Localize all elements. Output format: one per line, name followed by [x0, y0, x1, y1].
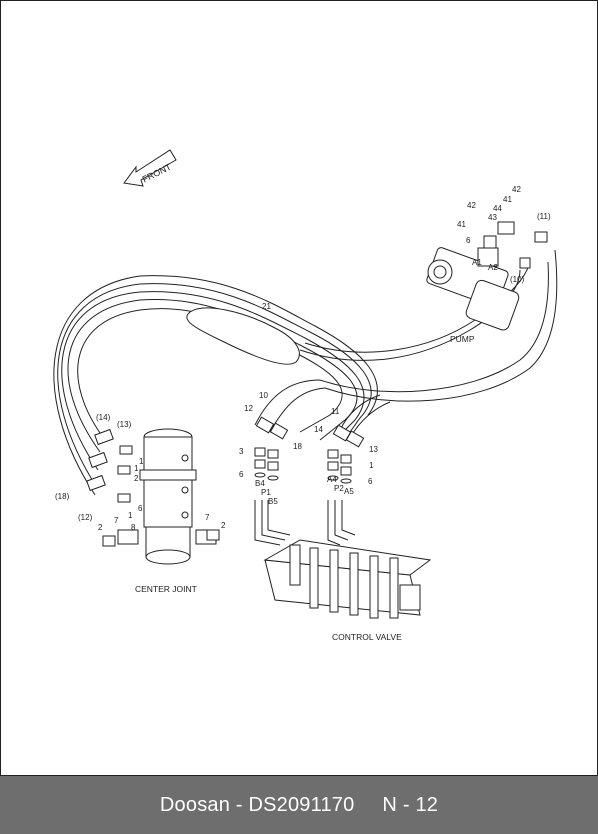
- part-label: 2: [98, 523, 103, 532]
- hose-bundle: [53, 249, 558, 496]
- front-arrow: FRONT: [123, 149, 177, 187]
- part-number: DS2091170: [248, 793, 355, 816]
- brand-name: Doosan: [159, 793, 231, 816]
- drawing-frame: [0, 0, 598, 776]
- part-label: 6: [466, 236, 471, 245]
- part-label: 44: [493, 204, 502, 213]
- part-label: (10): [510, 275, 525, 284]
- page-number: N - 12: [382, 793, 439, 816]
- part-labels: 21 42 41 44 42 43 41 (11) 6 A1 A2 (10) 1…: [55, 185, 551, 532]
- caption-center-joint: CENTER JOINT: [135, 584, 197, 594]
- part-label: 18: [293, 442, 302, 451]
- part-label: 13: [369, 445, 378, 454]
- part-label: B4: [255, 479, 265, 488]
- part-label: 6: [368, 477, 373, 486]
- part-label: 7: [205, 513, 210, 522]
- part-label: (12): [78, 513, 93, 522]
- center-joint: [117, 428, 217, 565]
- part-label: 41: [457, 220, 466, 229]
- part-label: 1: [134, 464, 139, 473]
- part-label: 7: [114, 516, 119, 525]
- part-label: 42: [512, 185, 521, 194]
- part-label: (13): [117, 420, 132, 429]
- pump-assembly: [426, 221, 548, 331]
- part-label: 12: [244, 404, 253, 413]
- control-valve: [254, 500, 432, 619]
- part-label: A1: [472, 258, 482, 267]
- part-label: P2: [334, 484, 344, 493]
- part-label: 2: [134, 474, 139, 483]
- hydraulic-diagram: FRONT: [53, 149, 558, 642]
- part-label: A4: [327, 475, 337, 484]
- part-label: 1: [128, 511, 133, 520]
- part-label: A5: [344, 487, 354, 496]
- footer-bar: Doosan - DS2091170 N - 12: [0, 776, 598, 834]
- separator: -: [235, 793, 243, 816]
- part-label: 43: [488, 213, 497, 222]
- part-label: 3: [239, 447, 244, 456]
- part-label: B5: [268, 497, 278, 506]
- caption-pump: PUMP: [450, 334, 475, 344]
- part-label: 42: [467, 201, 476, 210]
- part-label: 6: [239, 470, 244, 479]
- part-label: 41: [503, 195, 512, 204]
- part-label: 21: [262, 302, 271, 311]
- part-label: 6: [138, 504, 143, 513]
- part-label: A2: [488, 263, 498, 272]
- part-label: 1: [369, 461, 374, 470]
- part-label: 1: [139, 457, 144, 466]
- part-label: (11): [537, 212, 551, 221]
- part-label: 11: [331, 407, 340, 416]
- part-label: (18): [55, 492, 70, 501]
- part-label: P1: [261, 488, 271, 497]
- part-label: 2: [221, 521, 226, 530]
- part-label: 10: [259, 391, 268, 400]
- caption-control-valve: CONTROL VALVE: [332, 632, 402, 642]
- part-label: (14): [96, 413, 111, 422]
- fittings: [86, 416, 365, 547]
- part-label: 8: [131, 523, 136, 532]
- part-label: 14: [314, 425, 323, 434]
